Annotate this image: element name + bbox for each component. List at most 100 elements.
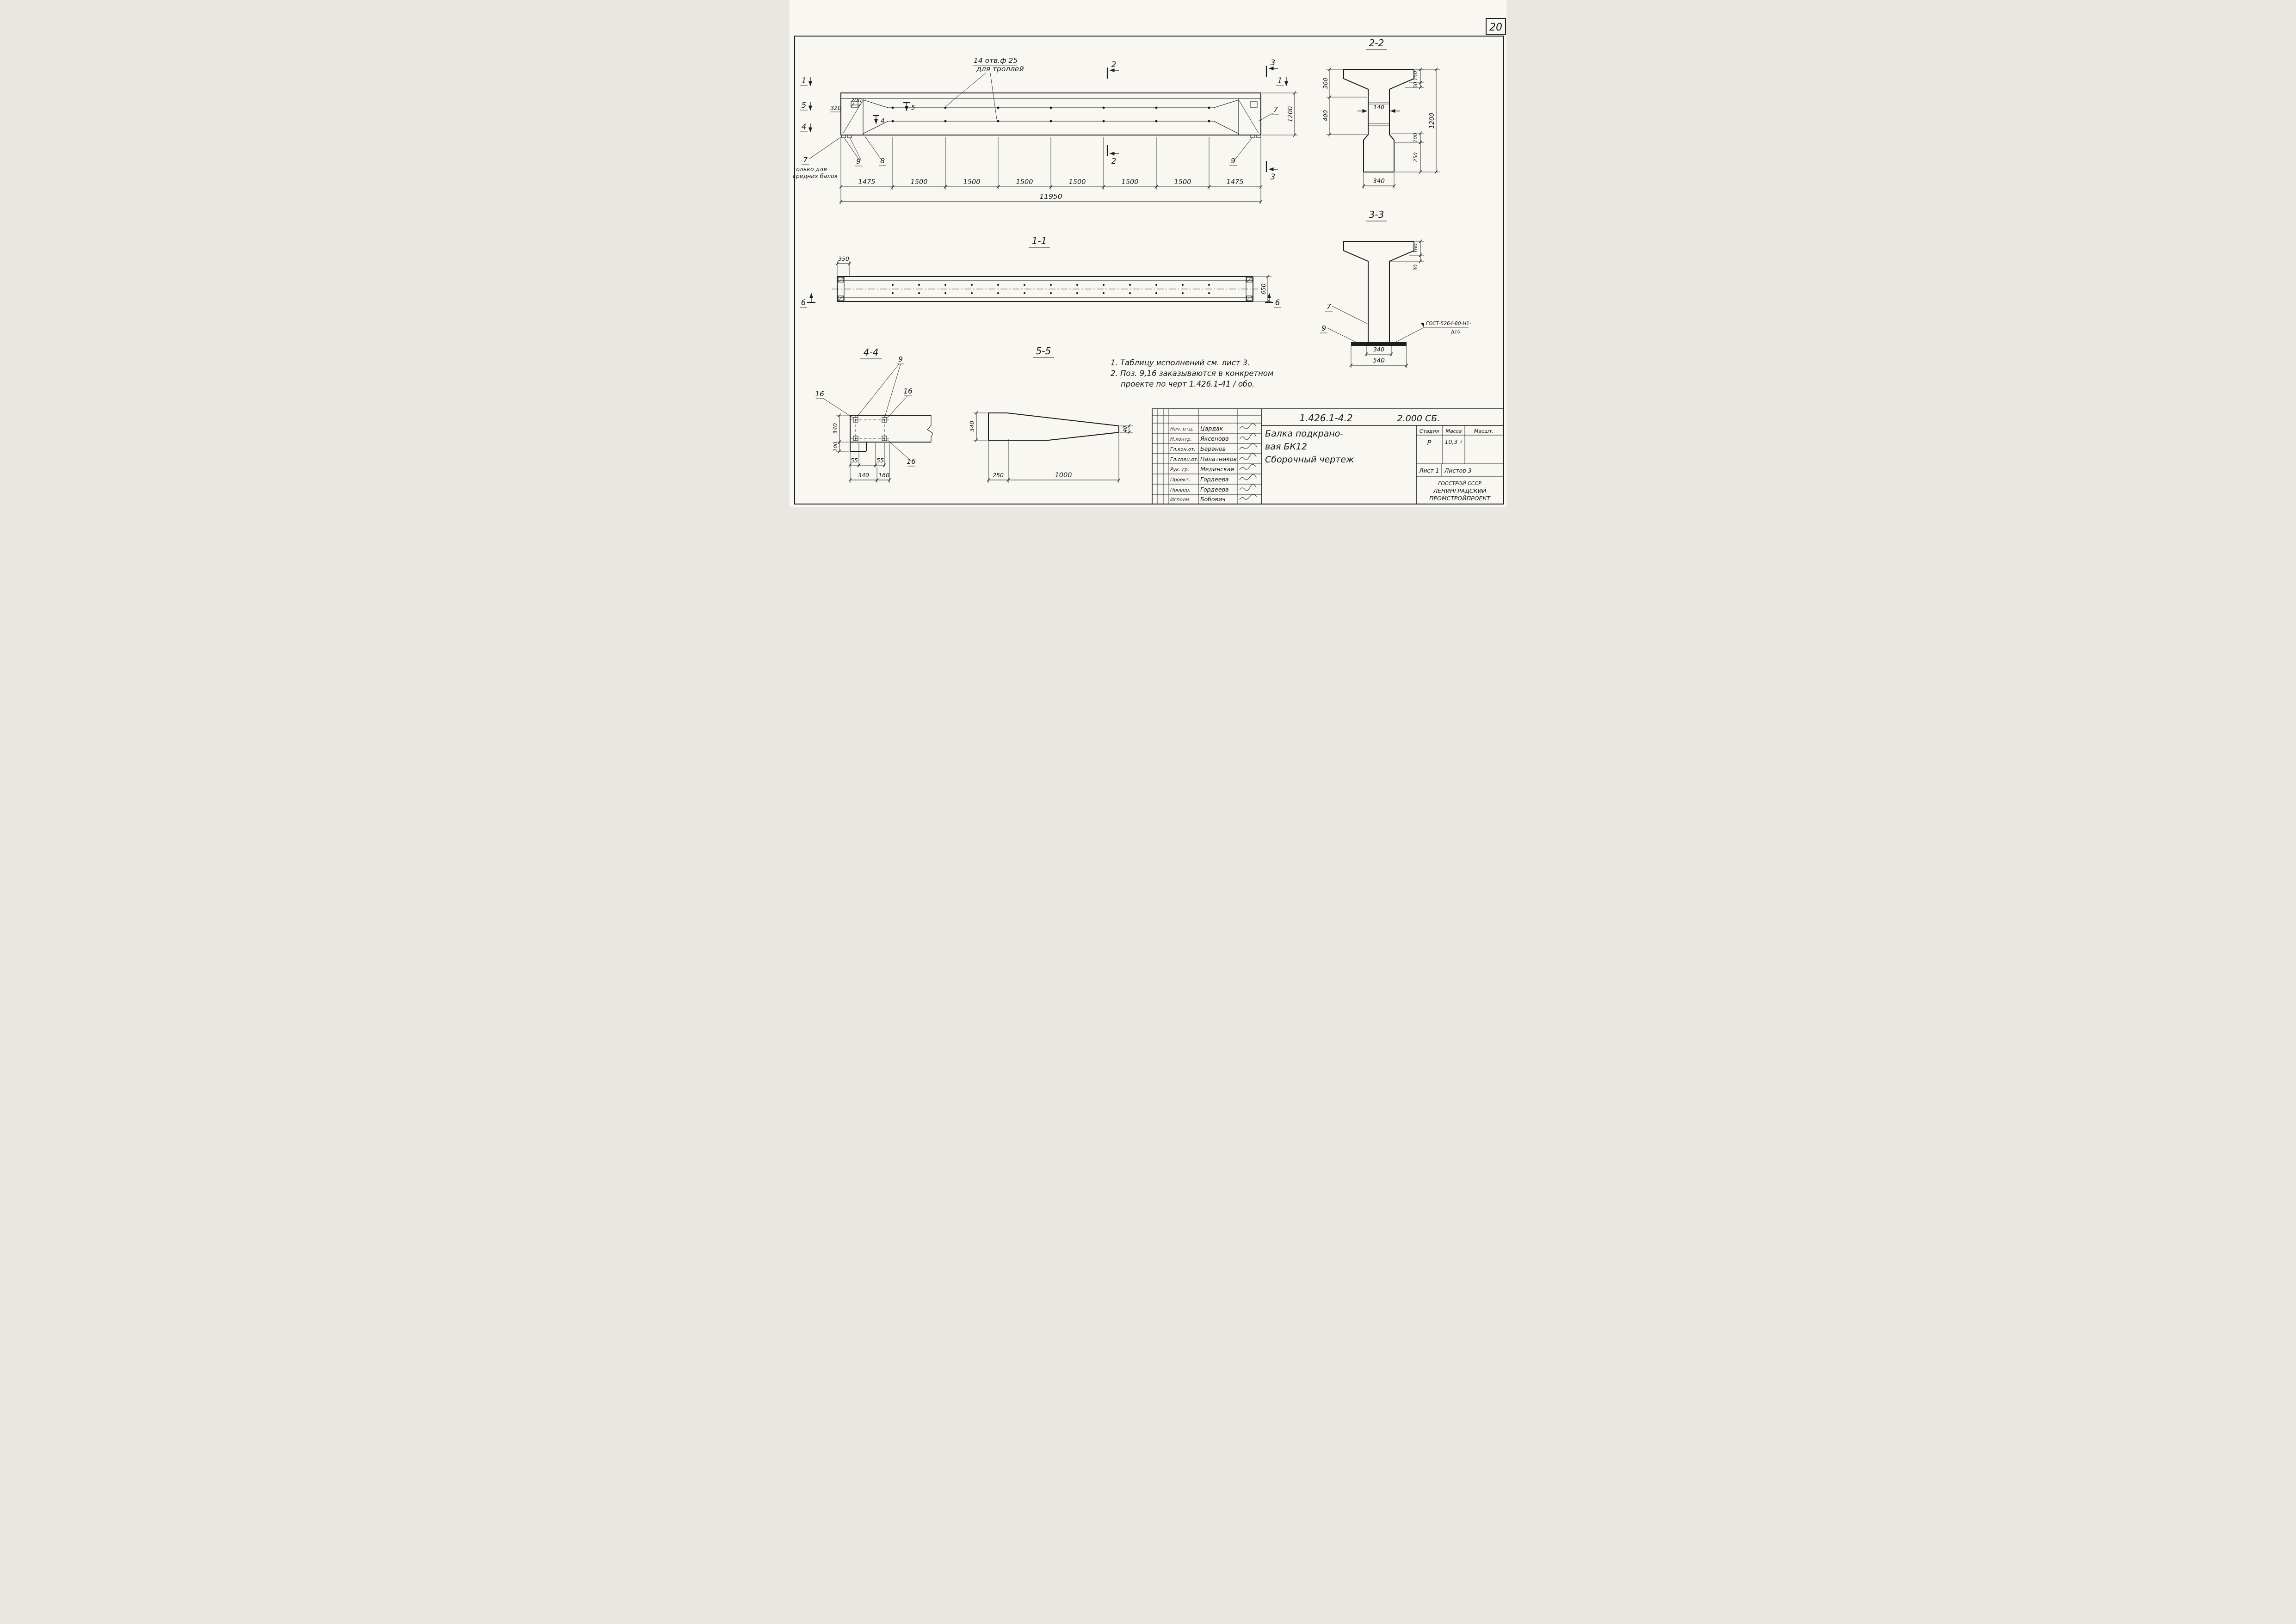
weld-note-line2: Δ10 [1450, 329, 1461, 335]
pos-label-7-left: 7 только для средних балок [793, 136, 842, 179]
dim-1000: 1000 [1055, 472, 1072, 479]
dim-beam-height: 1200 [1262, 91, 1298, 137]
dim-250: 250 [1413, 153, 1419, 162]
org-line-2: ЛЕНИНГРАДСКИЙ [1433, 487, 1487, 494]
stage-value: Р [1427, 439, 1432, 447]
staff-role: Исполн. [1170, 497, 1191, 503]
svg-text:1: 1 [802, 76, 807, 85]
svg-text:9: 9 [1231, 157, 1235, 165]
signature [1239, 443, 1257, 450]
sheets-total: Листов 3 [1444, 467, 1472, 474]
svg-text:2: 2 [1111, 60, 1117, 69]
svg-text:7: 7 [803, 156, 808, 164]
svg-text:16: 16 [903, 387, 913, 395]
hole-note-line2: для троллей [976, 65, 1024, 73]
section-title: 1-1 [1032, 235, 1047, 246]
signature [1239, 453, 1257, 460]
org-line-3: ПРОМСТРОЙПРОЕКТ [1429, 495, 1491, 502]
svg-text:6: 6 [801, 298, 806, 307]
staff-name: Цардак [1200, 425, 1223, 432]
signature [1239, 474, 1257, 480]
beam-outline [840, 92, 1261, 135]
cut-marker-5-left: 5 [800, 101, 813, 111]
pos-label-9-right: 9 [1229, 137, 1253, 166]
dim-300: 300 [1322, 78, 1329, 89]
general-notes: 1. Таблицу исполнений см. лист 3. 2. Поз… [1111, 358, 1273, 388]
col-mass: Масса [1445, 428, 1462, 434]
dim-140: 140 [1373, 104, 1384, 111]
signature [1239, 423, 1257, 430]
dim-650: 650 [1260, 283, 1267, 295]
dim-400: 400 [1322, 110, 1329, 121]
signature [1239, 433, 1257, 440]
dim-350: 350 [838, 255, 849, 262]
dim-340: 340 [1373, 346, 1384, 353]
cut-marker-3-bottom: 3 [1265, 161, 1278, 181]
svg-text:1: 1 [1278, 76, 1283, 85]
blueprint-canvas: 20 1 [793, 18, 1506, 504]
pos-label-16-top-left: 16 [815, 390, 854, 418]
dim-1200: 1200 [1287, 106, 1294, 122]
staff-row: Рук. гр. Мединская [1170, 464, 1257, 473]
section-title: 5-5 [1036, 345, 1051, 357]
drawing-sheet: 20 1 [790, 0, 1506, 507]
note-only-line1: только для [793, 166, 827, 172]
product-line-2: вая БК12 [1265, 442, 1307, 452]
plan-holes [892, 284, 1210, 294]
signature [1239, 464, 1257, 470]
staff-row: Проект. Гордеева [1170, 474, 1257, 483]
dim-chain-bottom: 1475 1500 1500 1500 1500 1500 1500 1475 … [839, 137, 1263, 204]
hole-callout: 14 отв.ф 25 для троллей [945, 56, 1024, 120]
dim-segment: 1475 [858, 178, 876, 186]
dim-250: 250 [993, 472, 1004, 479]
cut-marker-3-top: 3 [1265, 58, 1278, 77]
cut-marker-6-left: 6 [800, 293, 815, 308]
section-3-3-profile [1343, 241, 1414, 343]
svg-text:9: 9 [1321, 324, 1326, 332]
staff-row: Н.контр. Яксенова [1170, 433, 1257, 442]
staff-name: Яксенова [1200, 435, 1229, 442]
cut-marker-1-right: 1 [1276, 76, 1289, 86]
dim-40: 40 [1122, 426, 1128, 432]
dim-540: 540 [1373, 357, 1385, 364]
signature [1239, 484, 1257, 491]
title-block: Стадия Масса Масшт. Р 10,3 т Лист 1 Лист… [1152, 408, 1504, 504]
cut-marker-4-left: 4 [800, 123, 813, 132]
dim-55: 55 [851, 457, 858, 464]
dim-150: 150 [1413, 71, 1419, 81]
pos-label-8: 8 [864, 136, 886, 166]
base-plate [1351, 342, 1407, 346]
dim-30: 30 [1413, 265, 1419, 271]
section-3-3: 3-3 160 30 7 9 ГОСТ-5264-80-Н1- Δ10 [1320, 209, 1471, 368]
break-line [927, 415, 933, 442]
cut-marker-4-inner: 4 [873, 115, 885, 125]
col-scale: Масшт. [1474, 428, 1494, 434]
end-recess-right [1250, 101, 1258, 108]
section-2-2-profile [1343, 69, 1414, 172]
dim-segment: 1475 [1227, 178, 1244, 186]
dim-160: 160 [1413, 244, 1419, 253]
org-line-1: ГОССТРОЙ СССР [1438, 480, 1481, 486]
svg-text:7: 7 [1273, 105, 1278, 114]
staff-name: Палатников [1200, 455, 1237, 462]
section-title: 2-2 [1369, 37, 1384, 49]
pos-label-7-right: 7 [1258, 105, 1279, 122]
dim-55: 55 [876, 457, 884, 464]
note-line-3: проекте по черт 1.426.1-41 / обо. [1121, 380, 1254, 388]
page-number-box [1486, 18, 1506, 35]
weld-note-line1: ГОСТ-5264-80-Н1- [1426, 321, 1471, 326]
dim-total: 11950 [1039, 192, 1062, 201]
staff-role: Проект. [1170, 477, 1190, 483]
svg-text:4: 4 [802, 123, 807, 131]
bearing-pad [847, 135, 852, 138]
staff-row: Провер. Гордеева [1170, 484, 1257, 493]
svg-text:4: 4 [881, 117, 885, 125]
staff-role: Гл.спец.от. [1170, 457, 1198, 462]
dim-100: 100 [833, 442, 839, 452]
pos-label-16-bottom: 16 [887, 439, 916, 467]
product-line-1: Балка подкрано- [1265, 429, 1343, 439]
svg-text:5: 5 [911, 104, 915, 111]
staff-name: Гордеева [1200, 486, 1229, 493]
dim-340: 340 [1373, 178, 1385, 185]
section-2-2: 2-2 300 400 140 150 50 100 250 [1322, 37, 1440, 189]
